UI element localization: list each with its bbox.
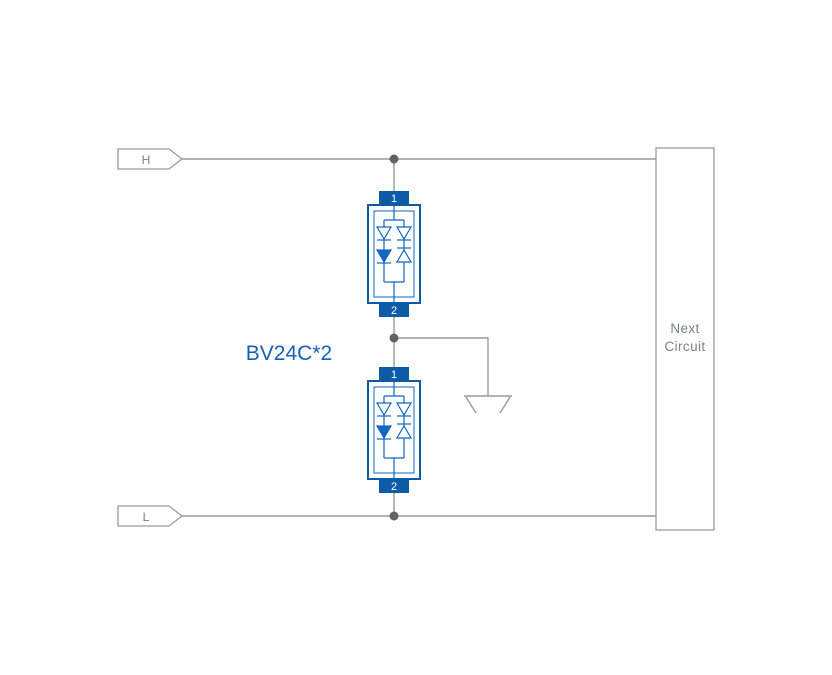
tvs2-terminal-1 (379, 367, 409, 381)
next-circuit-label-line2: Circuit (664, 339, 705, 354)
tvs2-terminal-1-label: 1 (391, 369, 397, 381)
wire-to-ground (394, 337, 489, 396)
l-terminal-label: L (143, 510, 150, 524)
l-terminal-tag: L (117, 505, 184, 527)
next-circuit-label-line1: Next (670, 321, 699, 336)
h-terminal-label: H (142, 153, 151, 167)
tvs-component-1: 1 2 (367, 191, 421, 317)
ground-icon (464, 395, 512, 414)
tvs-component-2: 1 2 (367, 367, 421, 493)
ground-left-line (465, 396, 477, 414)
junction-dot-bottom (389, 511, 399, 521)
tvs2-terminal-2 (379, 479, 409, 493)
tvs1-terminal-1 (379, 191, 409, 205)
tvs1-terminal-1-label: 1 (391, 193, 397, 205)
tvs1-terminal-2 (379, 303, 409, 317)
next-circuit-box: Next Circuit (655, 147, 715, 531)
l-tag-shape (117, 505, 184, 527)
ground-right-line (499, 396, 511, 414)
tvs1-terminal-2-label: 2 (391, 305, 397, 317)
junction-dot-middle (389, 333, 399, 343)
tvs2-terminal-2-label: 2 (391, 481, 397, 493)
next-circuit-outline (655, 147, 715, 531)
junction-dot-top (389, 154, 399, 164)
h-tag-shape (117, 148, 184, 170)
ground-branch (394, 337, 512, 414)
h-terminal-tag: H (117, 148, 184, 170)
component-label: BV24C*2 (246, 342, 332, 365)
